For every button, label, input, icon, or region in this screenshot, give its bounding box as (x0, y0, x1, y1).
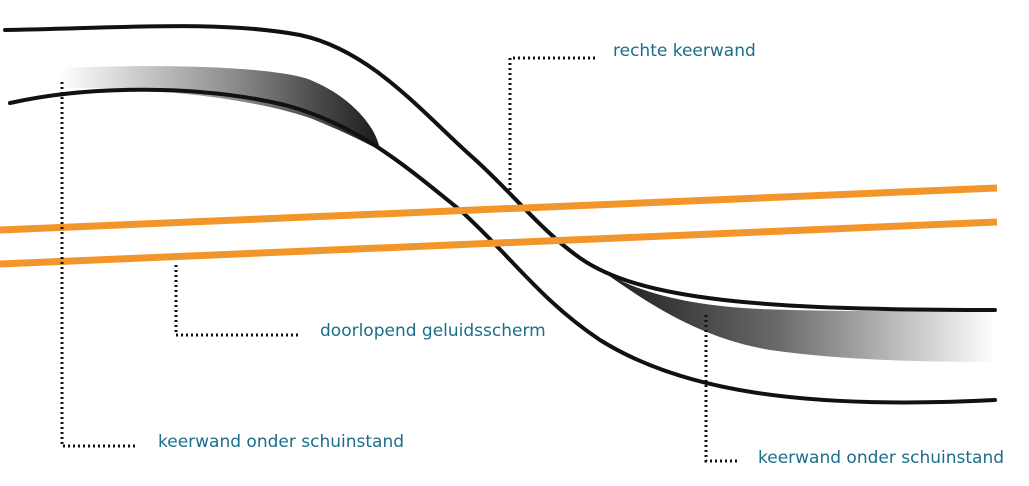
noise-barrier-lower (0, 218, 998, 268)
leader-line-doorlopend-geluidsscherm (174, 265, 300, 337)
leader-line-keerwand-left (60, 82, 135, 448)
label-keerwand-onder-schuinstand-left: keerwand onder schuinstand (158, 432, 405, 452)
noise-barrier-upper (0, 184, 998, 234)
inclined-wall-left-shading (60, 66, 380, 150)
road-edge-bottom (8, 87, 997, 405)
leader-lines (60, 56, 737, 463)
label-keerwand-onder-schuinstand-right: keerwand onder schuinstand (758, 448, 1005, 468)
leader-line-rechte-keerwand (508, 56, 595, 190)
label-rechte-keerwand: rechte keerwand (613, 41, 756, 61)
road-edge-top (3, 24, 997, 312)
leader-line-keerwand-right (704, 315, 737, 463)
inclined-wall-right-shading (598, 268, 995, 362)
label-doorlopend-geluidsscherm: doorlopend geluidsscherm (320, 321, 546, 341)
